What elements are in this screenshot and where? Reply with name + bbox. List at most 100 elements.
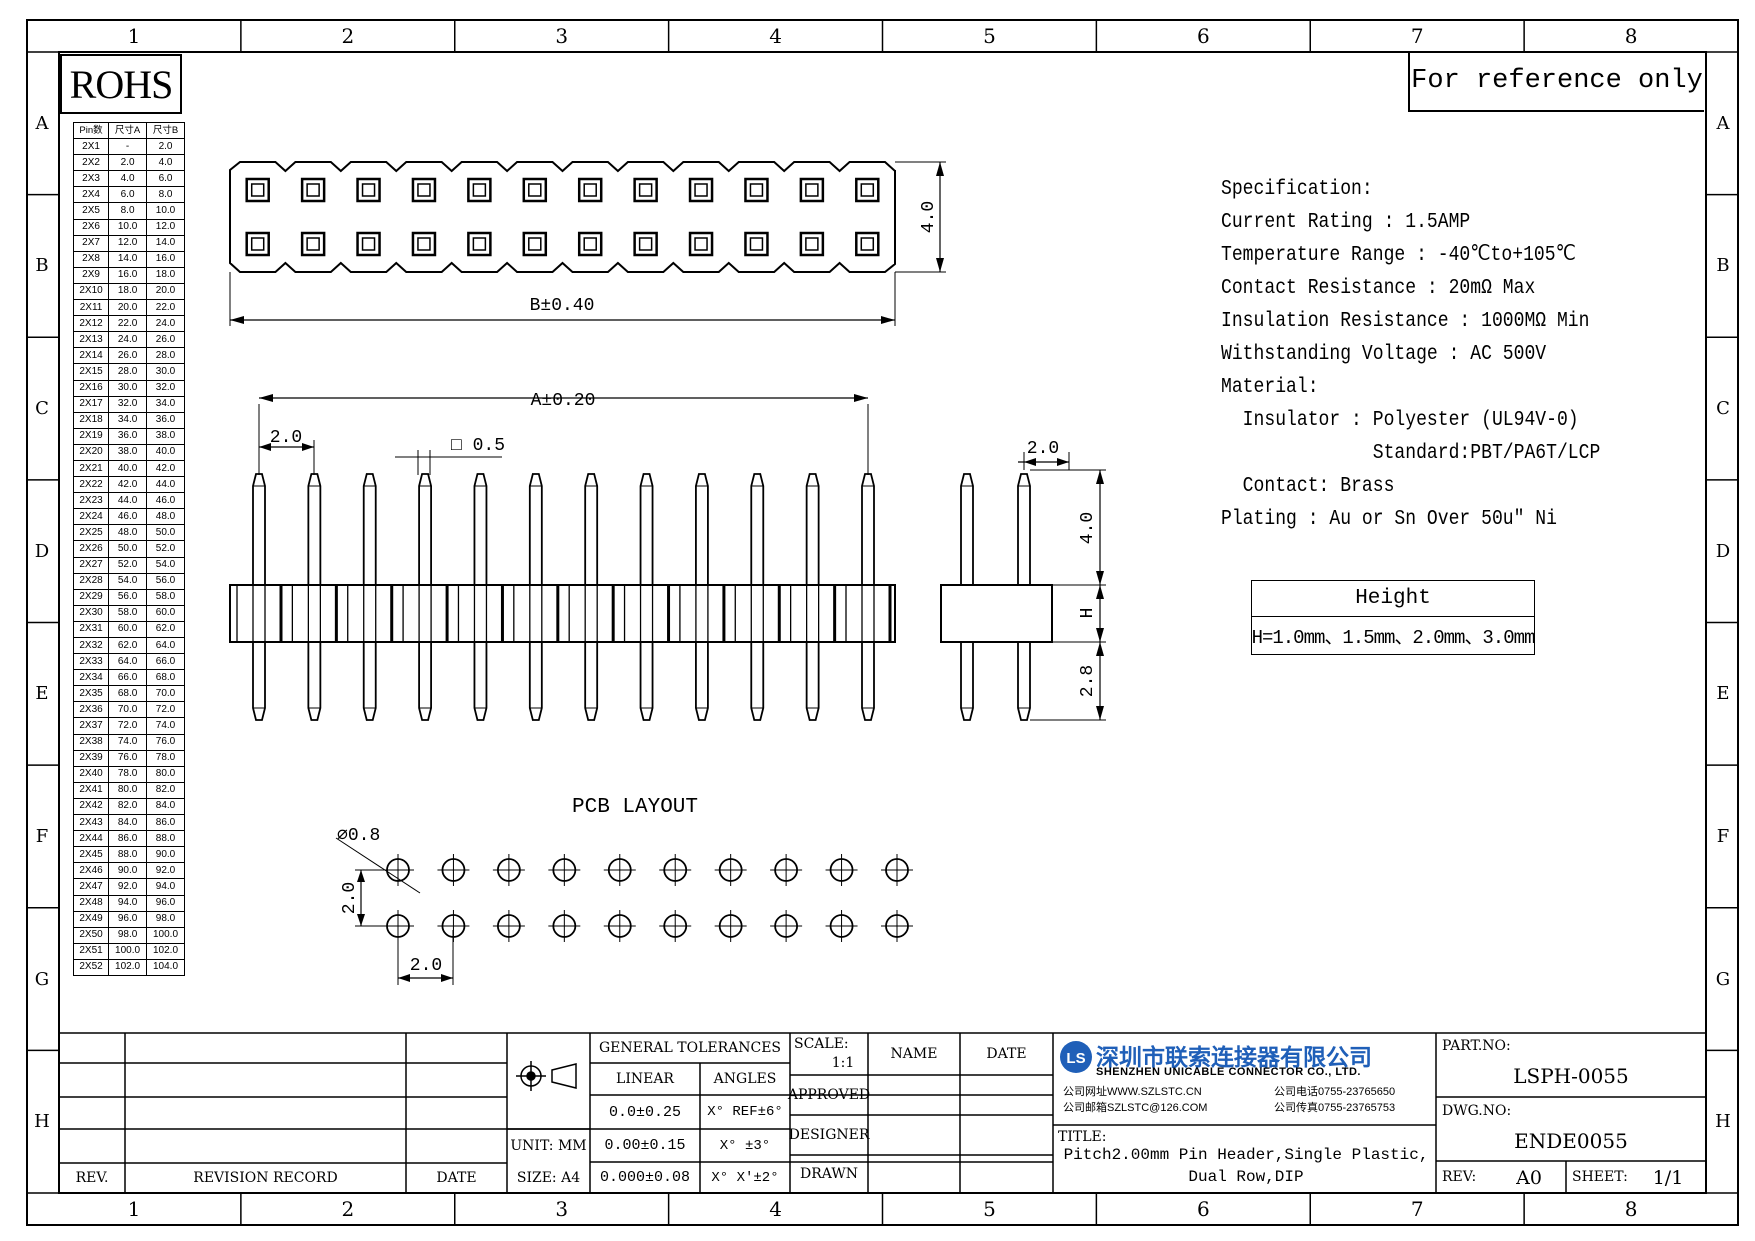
pin-pad [688, 177, 714, 203]
revision-record-header: REVISION RECORD [193, 1170, 338, 1186]
pin-pad [688, 231, 714, 257]
linear-header: LINEAR [616, 1071, 674, 1087]
pcb-hole [714, 910, 747, 942]
zone-row-D: D [1715, 540, 1731, 562]
rohs-label: ROHS [60, 54, 182, 114]
zone-row-H: H [1715, 1111, 1731, 1133]
pcb-hole [770, 854, 803, 886]
spec-line: Specification: [1221, 178, 1373, 201]
scale-value: 1:1 [831, 1055, 855, 1071]
table-cell: 2X52 [72, 958, 110, 976]
pcb-hole [881, 854, 913, 886]
table-cell: 2X6 [72, 218, 110, 236]
company-phone: 公司电话0755-23765650 [1274, 1085, 1396, 1098]
dim-side-top: 4.0 [1078, 512, 1098, 544]
zone-row-A: A [35, 112, 49, 134]
pin-pad [799, 177, 825, 203]
zone-col-1: 1 [127, 1197, 141, 1221]
date-col-header: DATE [436, 1170, 477, 1186]
table-cell: 102.0 [108, 958, 148, 976]
height-title: Height [1252, 581, 1534, 617]
designer-label: DESIGNER [788, 1127, 870, 1143]
pin-pad [245, 231, 270, 257]
table-cell: 74.0 [146, 717, 185, 735]
pcb-layout: PCB LAYOUT ⌀0.8 2.0 2.0 [335, 796, 913, 985]
pin-pad [356, 231, 381, 257]
dim-pcb-hole: ⌀0.8 [337, 826, 380, 846]
pin-pad [300, 231, 326, 257]
zone-col-2: 2 [341, 1197, 355, 1221]
dim-side-mid: H [1078, 608, 1098, 619]
reference-note: For reference only [1408, 52, 1704, 112]
table-cell: 2X30 [72, 604, 110, 622]
title-line-2: Dual Row,DIP [1188, 1168, 1304, 1186]
part-no-value: LSPH-0055 [1513, 1064, 1629, 1088]
zone-col-3: 3 [555, 24, 569, 48]
spec-line: Temperature Range : -40℃to+105℃ [1221, 244, 1576, 267]
approved-label: APPROVED [787, 1087, 871, 1103]
angle-tol-3: X° X'±2° [711, 1169, 779, 1186]
table-cell: 64.0 [146, 636, 185, 655]
dim-front-pitch: 2.0 [270, 428, 302, 448]
company-fax: 公司传真0755-23765753 [1274, 1101, 1396, 1114]
zone-col-5: 5 [983, 24, 996, 48]
angle-tol-2: X° ±3° [719, 1137, 771, 1154]
pin-pad [300, 177, 326, 203]
sheet-label: SHEET: [1572, 1169, 1628, 1185]
pin-pad [577, 177, 603, 203]
company-email: 公司邮箱SZLSTC@126.COM [1063, 1101, 1208, 1114]
spec-line: Contact: Brass [1221, 475, 1395, 498]
zone-col-4: 4 [769, 1197, 782, 1221]
svg-text:LS: LS [1066, 1050, 1085, 1067]
pcb-hole [603, 854, 636, 886]
dim-pcb-row-pitch: 2.0 [340, 882, 360, 914]
name-header: NAME [890, 1046, 938, 1062]
company-logo-icon: LS [1060, 1041, 1092, 1073]
pcb-hole [492, 910, 525, 942]
pcb-hole [603, 910, 636, 942]
pin-pad [855, 231, 880, 257]
pcb-hole [825, 854, 858, 886]
dim-side-bottom: 2.8 [1078, 665, 1098, 697]
table-cell: 2X34 [72, 669, 110, 687]
zone-col-2: 2 [341, 24, 355, 48]
general-tolerances: GENERAL TOLERANCES [598, 1040, 782, 1056]
pcb-hole [659, 854, 692, 886]
pin-pad [744, 177, 769, 203]
company-website: 公司网址WWW.SZLSTC.CN [1063, 1085, 1202, 1098]
rev-value: A0 [1516, 1167, 1542, 1189]
pcb-hole [548, 910, 581, 942]
pcb-hole [881, 910, 913, 942]
company-name-cn: 深圳市联索连接器有限公司 [1096, 1044, 1372, 1070]
dim-front-A: A±0.20 [531, 391, 596, 411]
table-row: 2X1-2.0 [72, 138, 185, 156]
dim-top-length: B±0.40 [530, 296, 595, 316]
spec-line: Withstanding Voltage : AC 500V [1221, 343, 1547, 366]
dim-front-pin: □ 0.5 [451, 436, 505, 456]
table-cell: 2X14 [72, 347, 110, 365]
zone-row-H: H [34, 1111, 50, 1133]
zone-row-F: F [1716, 825, 1730, 847]
zone-col-8: 8 [1624, 1197, 1638, 1221]
spec-line: Material: [1221, 376, 1319, 399]
pin-pad [522, 177, 548, 203]
zone-row-C: C [1716, 398, 1730, 420]
